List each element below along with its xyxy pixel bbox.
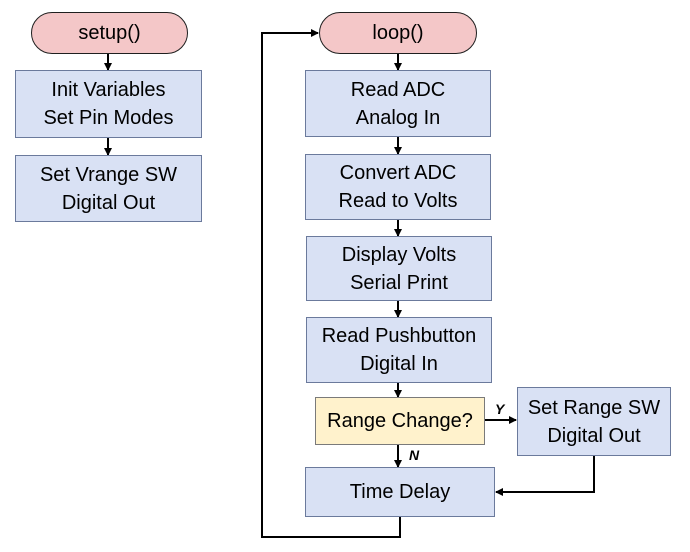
convert-adc-box: Convert ADC Read to Volts [305, 154, 491, 220]
read-adc-line-1: Read ADC [350, 78, 446, 101]
init-line-1: Init Variables [51, 79, 166, 101]
loop-terminal: loop() [319, 12, 477, 54]
set-range-sw-box: Set Range SW Digital Out [517, 387, 671, 456]
time-delay-box: Time Delay [305, 467, 495, 517]
display-volts-box: Display Volts Serial Print [306, 236, 492, 301]
range-change-decision: Range Change? [315, 397, 485, 445]
setup-terminal: setup() [31, 12, 188, 54]
arrow-setrange-to-delay [495, 456, 595, 496]
vrange-line-2: Digital Out [61, 191, 156, 214]
time-delay-label: Time Delay [349, 481, 451, 503]
arrow-loop-back [261, 29, 401, 538]
decision-label: Range Change? [327, 410, 473, 432]
display-line-1: Display Volts [341, 243, 457, 266]
display-line-2: Serial Print [350, 271, 448, 294]
convert-line-2: Read to Volts [338, 190, 458, 212]
read-pushbutton-box: Read Pushbutton Digital In [306, 317, 492, 383]
pushbutton-line-2: Digital In [360, 353, 438, 375]
loop-terminal-label: loop() [372, 22, 424, 44]
convert-line-1: Convert ADC [339, 162, 457, 184]
no-branch-label: N [409, 447, 420, 463]
set-vrange-box: Set Vrange SW Digital Out [15, 155, 202, 222]
set-range-line-2: Digital Out [547, 424, 641, 447]
vrange-line-1: Set Vrange SW [39, 163, 178, 186]
read-adc-box: Read ADC Analog In [305, 70, 491, 137]
set-range-line-1: Set Range SW [527, 396, 661, 419]
read-adc-line-2: Analog In [355, 106, 441, 129]
init-line-2: Set Pin Modes [43, 107, 174, 129]
init-variables-box: Init Variables Set Pin Modes [15, 70, 202, 138]
pushbutton-line-1: Read Pushbutton [321, 325, 477, 347]
setup-terminal-label: setup() [78, 22, 141, 44]
yes-branch-label: Y [495, 401, 505, 417]
